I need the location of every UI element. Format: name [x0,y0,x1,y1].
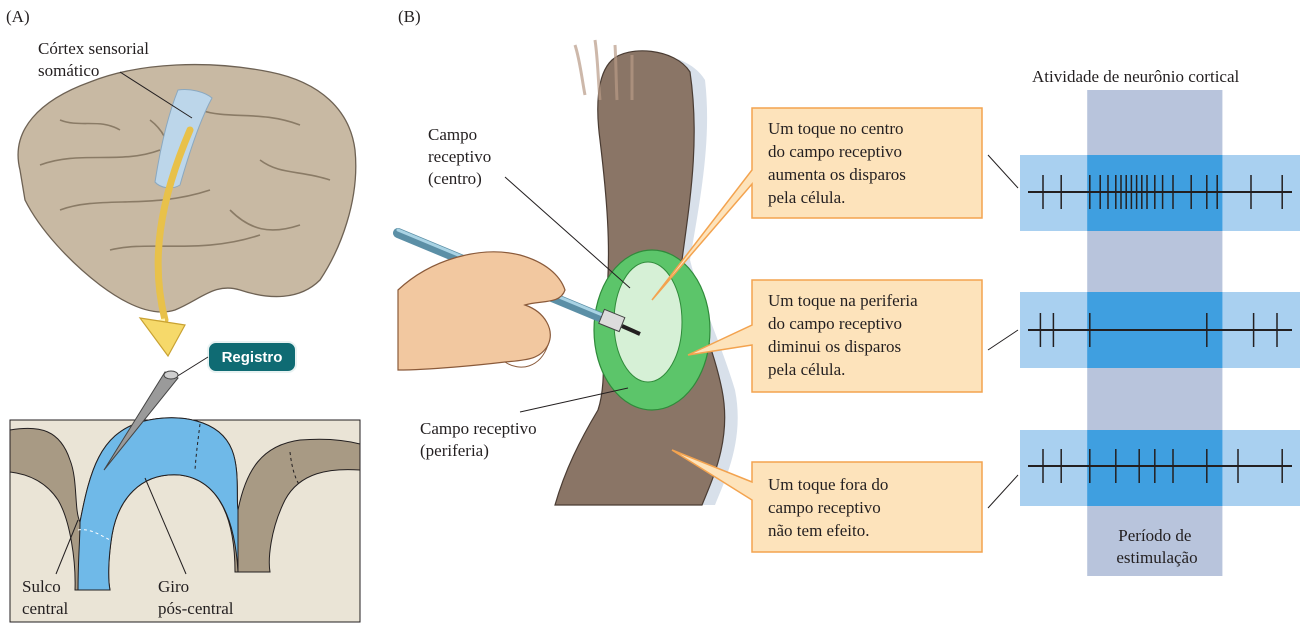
receptive-field [594,250,710,410]
brain-illustration [18,65,356,312]
panel-a: (A) Córtex sensorial somático Registro [6,7,360,622]
spike-traces [1020,90,1300,576]
callout-periphery: Um toque na periferia do campo receptivo… [688,280,982,392]
panel-b: (B) Campo receptivo (centro) [398,7,1300,576]
panel-a-letter: (A) [6,7,30,26]
recording-badge: Registro [176,342,296,377]
panel-b-letter: (B) [398,7,421,26]
receptive-field-center-label: Campo receptivo (centro) [428,125,496,188]
activity-title: Atividade de neurônio cortical [1032,67,1240,86]
receptive-field-center [614,262,682,382]
receptive-field-periphery-label: Campo receptivo (periferia) [420,419,541,460]
svg-text:Registro: Registro [222,349,283,366]
